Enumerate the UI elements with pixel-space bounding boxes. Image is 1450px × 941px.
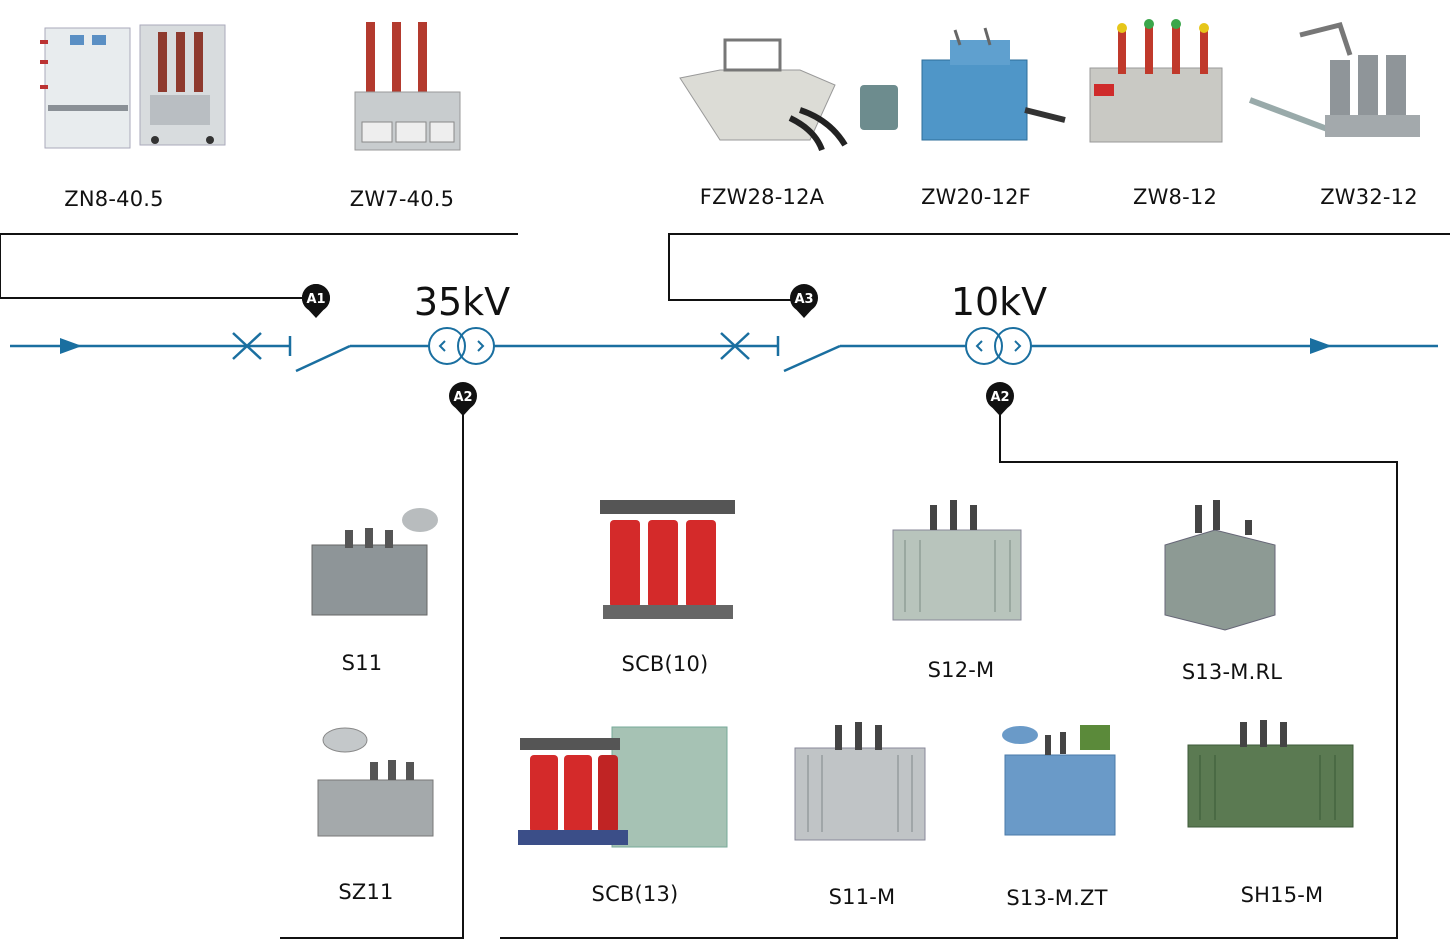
pin-a2-right: A2 [986,382,1014,416]
pin-label-a3: A3 [794,292,813,307]
load-switch-icon [679,38,848,152]
main-bus [10,336,1438,373]
breaker-model-label: ZW32-12 [1320,185,1418,209]
pin-a2-left: A2 [449,382,477,416]
disconnector-1 [232,332,262,360]
transformer-model-label: SH15-M [1240,883,1324,907]
pin-label-a2-left: A2 [453,390,472,405]
transformer-symbol-35kv [428,327,495,365]
leader-a2-left [280,412,464,939]
amorphous-transformer-icon [1187,720,1354,828]
pin-a3: A3 [790,284,818,318]
flow-arrow-out [1310,338,1332,354]
pole-breaker-icon [860,27,1066,141]
transformer-model-label: S12-M [927,658,995,682]
breaker-model-label: ZW20-12F [921,185,1031,209]
breaker-model-label: FZW28-12A [699,185,825,209]
pole-breaker-icon [1248,22,1420,137]
transformer-model-label: SCB(13) [591,882,679,906]
oil-transformer-icon [892,500,1022,621]
breaker-model-label: ZN8-40.5 [64,187,164,211]
transformer-model-label: S13-M.RL [1181,660,1283,684]
leader-a2-right [500,412,1398,939]
flow-arrow-in [60,338,82,354]
leader-lines [0,233,1450,939]
voltage-label-10kv: 10kV [950,280,1048,324]
disconnector-2 [720,332,750,360]
pin-a1: A1 [301,284,330,318]
transformer-model-label: S11 [341,651,383,675]
transformer-model-label: S11-M [828,885,896,909]
breaker-model-label: ZW8-12 [1132,185,1218,209]
oil-transformer-icon [1164,500,1276,631]
transformer-model-label: SCB(10) [621,652,709,676]
leader-a3 [668,233,1450,301]
transformer-symbol-10kv [965,327,1032,365]
transformer-model-label: SZ11 [338,880,394,904]
dry-type-transformer-icon [600,500,735,619]
oil-transformer-icon [794,722,926,841]
oil-transformer-icon [311,508,438,616]
oil-transformer-icon [1002,725,1116,836]
breaker-model-label: ZW7-40.5 [349,187,455,211]
pin-label-a1: A1 [306,292,325,307]
pin-label-a2-right: A2 [990,390,1009,405]
pole-breaker-icon [1089,19,1223,143]
dry-type-transformer-icon [518,726,728,848]
transformer-model-label: S13-M.ZT [1006,886,1108,910]
voltage-label-35kv: 35kV [413,280,511,324]
outdoor-vacuum-breaker-icon [354,22,461,151]
indoor-vacuum-breaker-icon [40,24,226,149]
oil-transformer-icon [317,727,434,837]
leader-a1 [0,233,518,299]
